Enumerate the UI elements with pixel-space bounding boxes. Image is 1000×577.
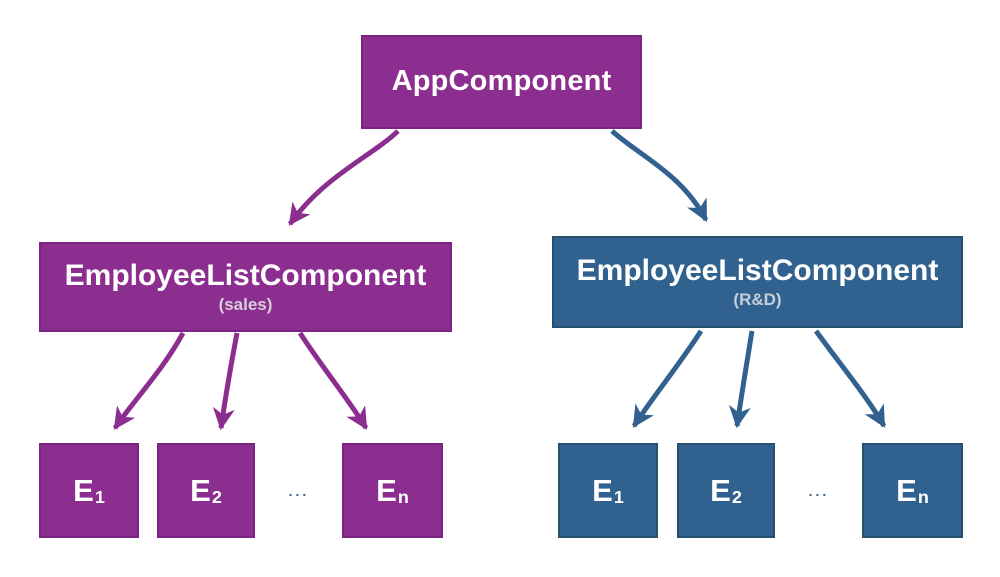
node-rnd-employee-2-label: E2 xyxy=(710,472,742,508)
arrow-app-to-rnd-list xyxy=(610,129,709,222)
node-sales-employee-2-label: E2 xyxy=(190,472,222,508)
arrow-rnd-to-en xyxy=(813,329,887,428)
node-sales-employee-2: E2 xyxy=(157,443,255,538)
node-sales-employee-n-label: En xyxy=(376,472,409,508)
arrow-rnd-to-e2 xyxy=(728,330,755,429)
node-rnd-employee-1-label: E1 xyxy=(592,472,624,508)
arrow-sales-to-e1 xyxy=(112,331,186,430)
arrow-sales-to-e2 xyxy=(212,332,240,431)
arrow-rnd-to-e1 xyxy=(631,329,704,428)
node-sales-employee-1: E1 xyxy=(39,443,139,538)
node-employee-list-rnd: EmployeeListComponent (R&D) xyxy=(552,236,963,328)
node-rnd-employee-1: E1 xyxy=(558,443,658,538)
sales-employees-ellipsis: ... xyxy=(288,483,310,499)
node-employee-list-sales-subtitle: (sales) xyxy=(218,295,273,314)
node-employee-list-rnd-label: EmployeeListComponent xyxy=(576,254,939,287)
arrow-app-to-sales-list xyxy=(287,129,400,226)
node-rnd-employee-2: E2 xyxy=(677,443,775,538)
node-rnd-employee-n: En xyxy=(862,443,963,538)
node-sales-employee-1-label: E1 xyxy=(73,472,105,508)
node-employee-list-rnd-subtitle: (R&D) xyxy=(733,290,782,309)
node-sales-employee-n: En xyxy=(342,443,443,538)
node-employee-list-sales: EmployeeListComponent (sales) xyxy=(39,242,452,332)
node-app-component: AppComponent xyxy=(361,35,642,129)
node-app-component-label: AppComponent xyxy=(391,65,612,98)
node-rnd-employee-n-label: En xyxy=(896,472,929,508)
node-employee-list-sales-label: EmployeeListComponent xyxy=(64,259,427,292)
rnd-employees-ellipsis: ... xyxy=(808,483,830,499)
arrow-sales-to-en xyxy=(297,331,369,430)
